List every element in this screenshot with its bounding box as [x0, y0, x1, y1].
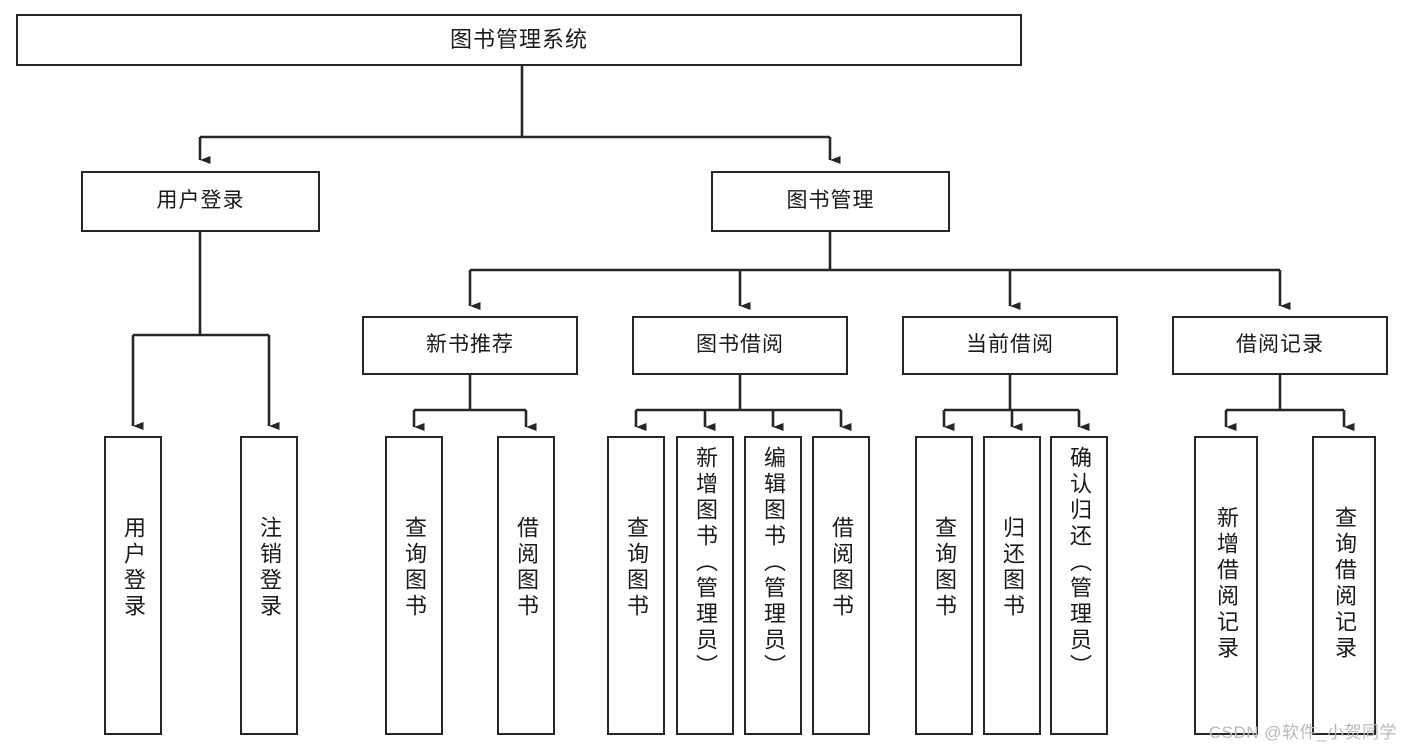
node-leaf-edit-book-label: 编辑图书（管理员）: [761, 446, 786, 680]
node-leaf-add-book-label: 新增图书（管理员）: [693, 446, 718, 680]
node-leaf-query-book-3[interactable]: 查询图书: [915, 436, 973, 735]
node-book-manage[interactable]: 图书管理: [711, 171, 950, 232]
node-leaf-add-borrow-record-label: 新增借阅记录: [1214, 506, 1239, 662]
node-leaf-query-borrow-record-label: 查询借阅记录: [1332, 506, 1357, 662]
node-borrow-record[interactable]: 借阅记录: [1172, 316, 1388, 375]
node-user-login-label: 用户登录: [156, 189, 245, 213]
node-leaf-borrow-book-1[interactable]: 借阅图书: [497, 436, 555, 735]
node-leaf-query-book-2[interactable]: 查询图书: [607, 436, 665, 735]
node-borrow-record-label: 借阅记录: [1236, 333, 1324, 357]
node-book-manage-label: 图书管理: [786, 189, 875, 213]
node-leaf-borrow-book-2[interactable]: 借阅图书: [812, 436, 870, 735]
node-root[interactable]: 图书管理系统: [16, 14, 1022, 66]
node-new-book-recommend-label: 新书推荐: [426, 333, 514, 357]
node-new-book-recommend[interactable]: 新书推荐: [362, 316, 578, 375]
node-leaf-user-login-label: 用户登录: [121, 516, 146, 620]
node-leaf-query-book-1-label: 查询图书: [402, 516, 427, 620]
node-book-borrow-label: 图书借阅: [696, 333, 784, 357]
node-leaf-query-book-1[interactable]: 查询图书: [385, 436, 443, 735]
node-leaf-confirm-return-label: 确认归还（管理员）: [1067, 446, 1092, 680]
node-leaf-borrow-book-2-label: 借阅图书: [829, 516, 854, 620]
node-current-borrow[interactable]: 当前借阅: [902, 316, 1118, 375]
node-user-login[interactable]: 用户登录: [81, 171, 320, 232]
node-leaf-add-borrow-record[interactable]: 新增借阅记录: [1194, 436, 1258, 735]
node-leaf-logout-login[interactable]: 注销登录: [240, 436, 298, 735]
node-leaf-query-book-2-label: 查询图书: [624, 516, 649, 620]
node-leaf-borrow-book-1-label: 借阅图书: [514, 516, 539, 620]
node-leaf-return-book-label: 归还图书: [1000, 516, 1025, 620]
node-leaf-logout-login-label: 注销登录: [257, 516, 282, 620]
node-leaf-add-book[interactable]: 新增图书（管理员）: [676, 436, 734, 735]
node-leaf-query-borrow-record[interactable]: 查询借阅记录: [1312, 436, 1376, 735]
node-current-borrow-label: 当前借阅: [966, 333, 1054, 357]
node-leaf-query-book-3-label: 查询图书: [932, 516, 957, 620]
node-book-borrow[interactable]: 图书借阅: [632, 316, 848, 375]
node-leaf-edit-book[interactable]: 编辑图书（管理员）: [744, 436, 802, 735]
node-leaf-user-login[interactable]: 用户登录: [104, 436, 162, 735]
node-root-label: 图书管理系统: [449, 27, 588, 53]
node-leaf-return-book[interactable]: 归还图书: [983, 436, 1041, 735]
node-leaf-confirm-return[interactable]: 确认归还（管理员）: [1050, 436, 1108, 735]
